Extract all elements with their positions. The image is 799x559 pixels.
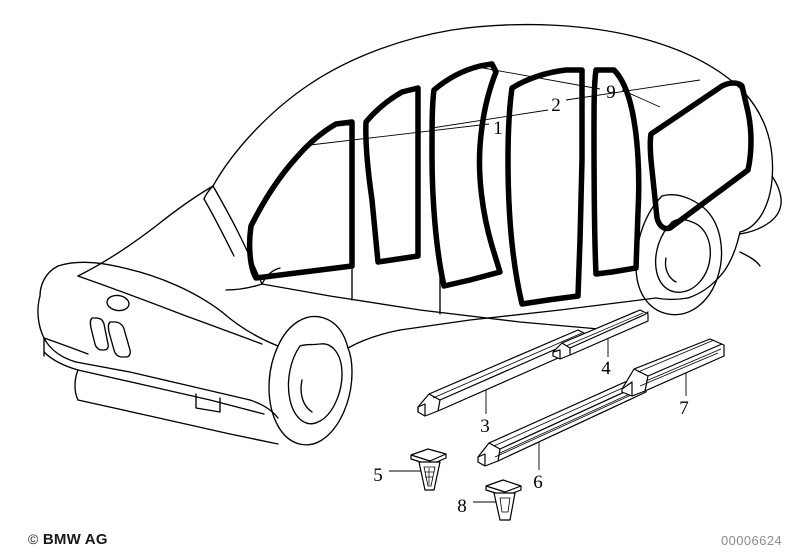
callout-1: 1 [493, 118, 503, 139]
callout-3: 3 [480, 416, 490, 437]
car-body-outline [37, 23, 782, 446]
leader-line-9 [471, 65, 601, 90]
leader-line-1 [309, 123, 490, 146]
rear-quarter-aperture-seal[interactable] [591, 67, 642, 277]
expanding-clip-large[interactable] [410, 448, 447, 491]
sill-trim-strip-rear-left[interactable] [552, 309, 649, 360]
callout-numbers: 1 2 3 4 5 6 7 8 9 [373, 82, 689, 517]
callout-5: 5 [373, 465, 383, 486]
document-number: 00006624 [721, 533, 783, 548]
leader-line-9b [621, 89, 661, 108]
sill-trim-strip-rear-right[interactable] [621, 338, 725, 397]
callout-7: 7 [679, 398, 689, 419]
door-aperture-seals [246, 61, 754, 307]
callout-8: 8 [457, 496, 467, 517]
front-window-seal-rear[interactable] [363, 85, 421, 265]
callout-9: 9 [606, 82, 616, 103]
rear-door-lower-seal[interactable] [505, 67, 585, 307]
bmw-badge-and-grille [89, 294, 131, 358]
callout-6: 6 [533, 472, 543, 493]
callout-4: 4 [601, 358, 611, 379]
callout-2: 2 [551, 95, 561, 116]
kidney-grille-right [107, 321, 131, 358]
callout-leader-lines [309, 65, 701, 503]
expanding-clip-small[interactable] [485, 479, 522, 521]
leader-line-2b [431, 109, 549, 129]
rear-door-aperture-seal[interactable] [429, 61, 503, 289]
leader-line-2 [565, 79, 701, 101]
copyright-symbol: © [28, 531, 39, 547]
sill-trim-strip-front-right[interactable] [477, 377, 647, 467]
front-door-aperture-seal[interactable] [246, 119, 355, 281]
copyright-notice: © BMW AG [28, 531, 108, 548]
kidney-grille-left [89, 317, 109, 351]
copyright-owner: BMW AG [42, 531, 108, 548]
bmw-roundel-badge [106, 294, 130, 312]
rear-quarter-window-seal[interactable] [647, 80, 754, 232]
